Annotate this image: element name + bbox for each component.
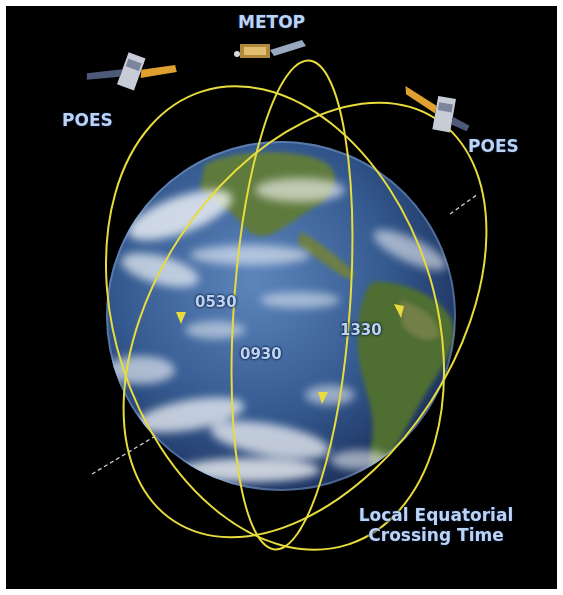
crossing-time: 0530 (195, 293, 237, 311)
satellite-name: METOP (238, 12, 305, 32)
crossing-time: 0930 (240, 345, 282, 363)
crossing-time: 1330 (340, 321, 382, 339)
satellite-name: POES (468, 136, 519, 156)
legend-caption: Local Equatorial Crossing Time (336, 505, 536, 546)
satellite-name: POES (62, 110, 113, 130)
